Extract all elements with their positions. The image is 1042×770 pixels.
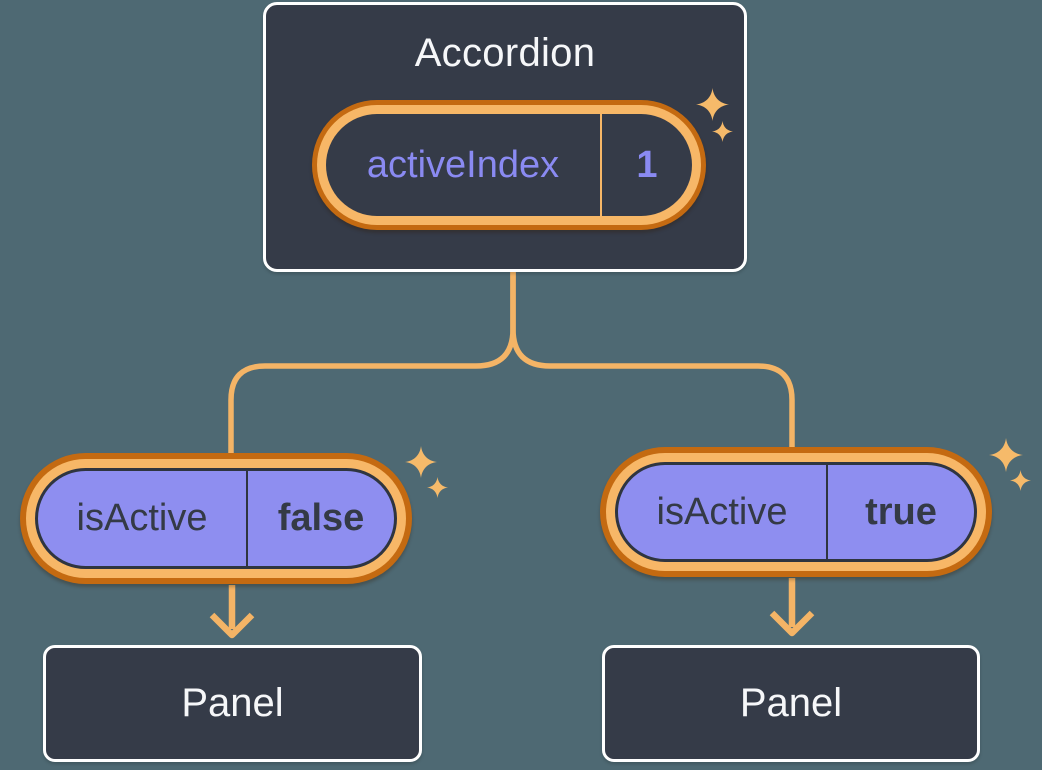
- pill-divider: [826, 465, 828, 559]
- state-pill-ring: activeIndex 1: [317, 105, 701, 225]
- arrow-head-left: [209, 612, 255, 639]
- prop-value-label: true: [865, 490, 937, 533]
- prop-name-label: isActive: [656, 490, 788, 533]
- panel-component-card-right: Panel: [602, 645, 980, 762]
- prop-pill-ring: isActive false: [26, 459, 406, 578]
- branch-line-right: [510, 270, 795, 449]
- state-value-label: 1: [636, 143, 658, 186]
- panel-title: Panel: [181, 681, 284, 725]
- panel-component-card-left: Panel: [43, 645, 422, 762]
- prop-name-label: isActive: [76, 497, 208, 539]
- branch-line-left: [228, 270, 516, 454]
- prop-value-label: false: [277, 497, 365, 539]
- accordion-title: Accordion: [414, 31, 596, 75]
- pill-divider: [246, 471, 248, 566]
- prop-pill-ring: isActive true: [606, 453, 986, 571]
- pill-divider: [600, 114, 602, 216]
- sparkle-icon: [427, 477, 448, 498]
- prop-pill-isactive-true: isActive true: [600, 447, 992, 577]
- prop-pill-isactive-false: isActive false: [20, 453, 412, 584]
- sparkle-icon: [405, 446, 437, 478]
- panel-title: Panel: [739, 681, 843, 725]
- sparkle-icon: [989, 438, 1023, 472]
- arrow-head-right: [769, 610, 815, 637]
- state-name-label: activeIndex: [366, 143, 560, 186]
- state-pill-activeindex: activeIndex 1: [312, 100, 706, 230]
- sparkle-icon: [1010, 470, 1031, 491]
